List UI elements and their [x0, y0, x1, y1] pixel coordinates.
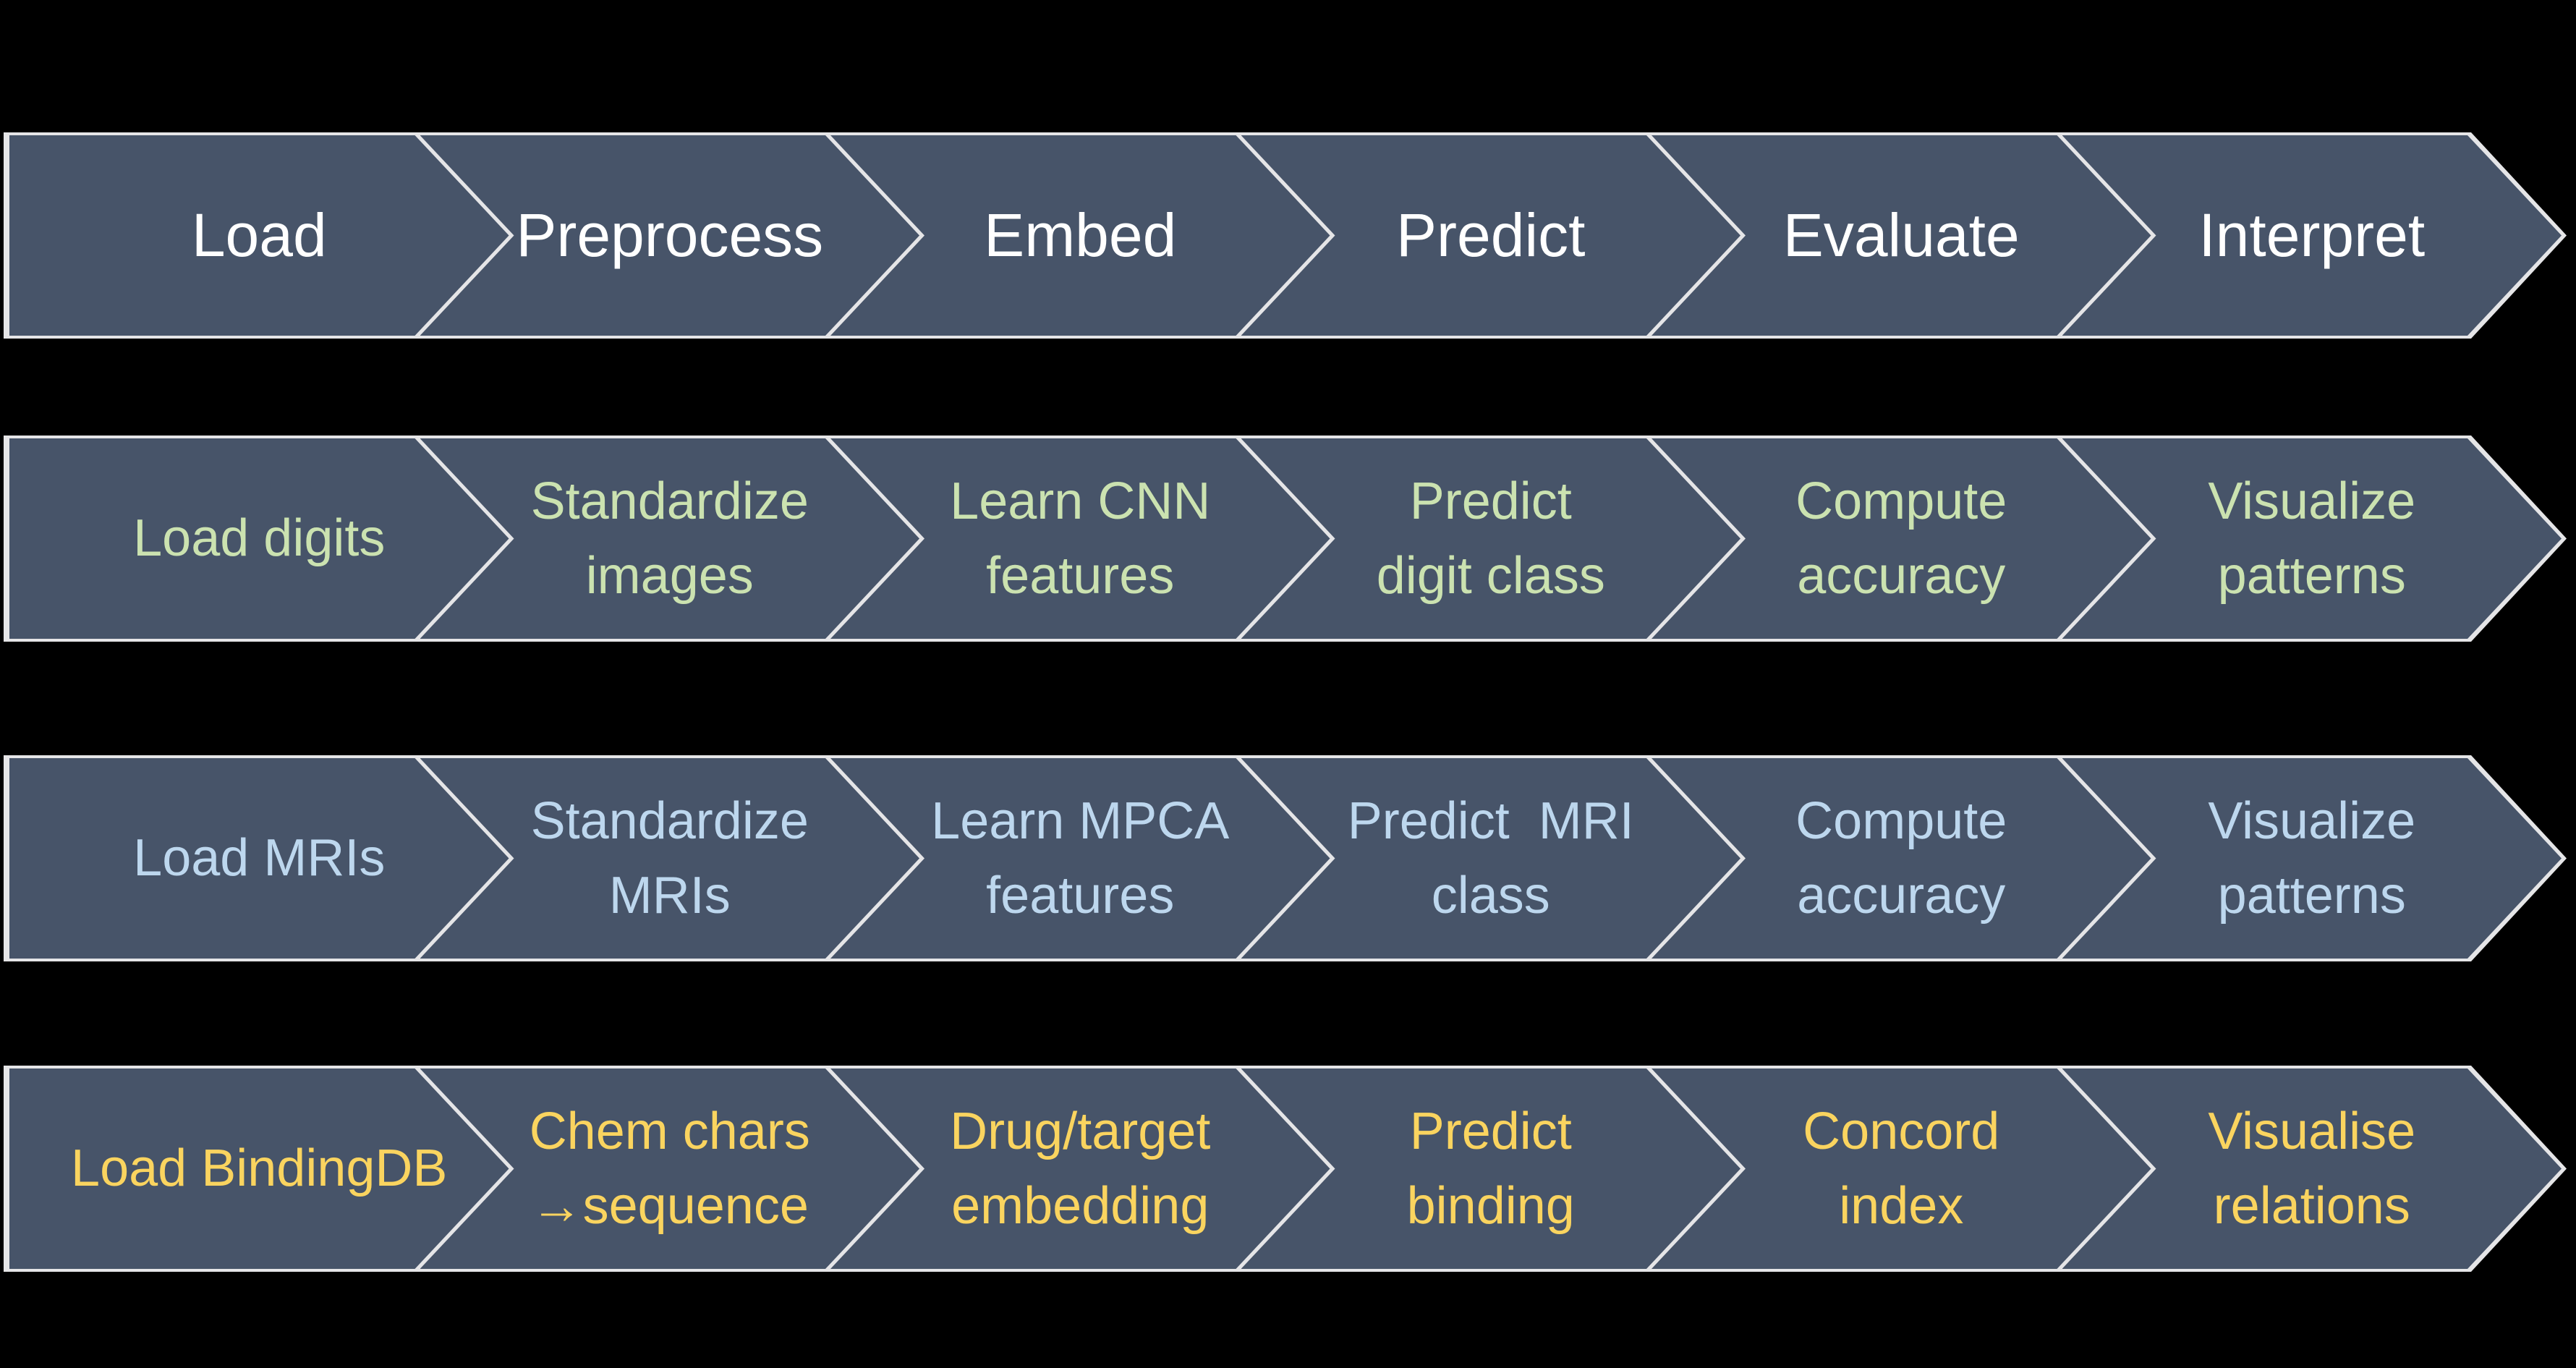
- step-label: Predict: [1241, 192, 1741, 279]
- step-label-line: Load MRIs: [133, 829, 386, 888]
- chevron-step-drug-target-embedding: Drug/target embedding: [830, 1069, 1330, 1269]
- step-label-line: index: [1839, 1176, 1964, 1235]
- step-label-line: Preprocess: [516, 200, 824, 269]
- step-label: Visualize patterns: [2062, 784, 2562, 932]
- step-label: Standardize MRIs: [420, 784, 920, 932]
- step-label-line: digit class: [1376, 546, 1605, 605]
- chevron-step-load-mris: Load MRIs: [9, 758, 509, 959]
- step-label-line: accuracy: [1797, 546, 2006, 605]
- pipeline-row-generic: Load Preprocess Embed Predict Evalua: [4, 132, 2567, 339]
- step-label: Standardize images: [420, 464, 920, 612]
- step-label: Visualize patterns: [2062, 464, 2562, 612]
- step-label-line: Learn CNN: [950, 472, 1211, 531]
- step-label: Drug/target embedding: [830, 1095, 1330, 1242]
- step-label-line: accuracy: [1797, 866, 2006, 925]
- step-label: Load BindingDB: [9, 1131, 509, 1205]
- chevron-step-load: Load: [9, 135, 509, 336]
- step-label-line: Drug/target: [950, 1103, 1211, 1161]
- step-label: Interpret: [2062, 192, 2562, 279]
- step-label-line: →sequence: [530, 1176, 809, 1235]
- step-label: Load MRIs: [9, 821, 509, 895]
- step-label-line: Load: [191, 200, 327, 269]
- step-label-line: Compute: [1795, 472, 2007, 531]
- step-label-line: Chem chars: [529, 1103, 810, 1161]
- step-label-line: MRIs: [608, 866, 731, 925]
- step-label-line: features: [986, 866, 1175, 925]
- step-label: Learn CNN features: [830, 464, 1330, 612]
- step-label-line: Compute: [1795, 792, 2007, 851]
- chevron-step-load-bindingdb: Load BindingDB: [9, 1069, 509, 1269]
- step-label-line: Standardize: [530, 472, 809, 531]
- chevron-step-visualise-relations: Visualise relations: [2062, 1069, 2562, 1269]
- step-label-line: Evaluate: [1782, 200, 2020, 269]
- chevron-step-evaluate: Evaluate: [1652, 135, 2151, 336]
- step-label-line: Visualize: [2208, 472, 2416, 531]
- step-label-line: Load BindingDB: [71, 1139, 448, 1198]
- step-label-line: Load digits: [133, 509, 386, 568]
- step-label: Embed: [830, 192, 1330, 279]
- step-label-line: Standardize: [530, 792, 809, 851]
- step-label: Predict binding: [1241, 1095, 1741, 1242]
- step-label-line: patterns: [2217, 546, 2406, 605]
- step-label-line: patterns: [2217, 866, 2406, 925]
- pipeline-row-mri: Load MRIs Standardize MRIs Learn MPCA fe…: [4, 755, 2567, 961]
- step-label-line: embedding: [951, 1176, 1210, 1235]
- chevron-step-load-digits: Load digits: [9, 438, 509, 639]
- step-label-line: Visualise: [2208, 1103, 2416, 1161]
- step-label-line: Predict MRI: [1347, 792, 1634, 851]
- step-label-line: Predict: [1396, 200, 1586, 269]
- step-label: Load digits: [9, 501, 509, 575]
- step-label: Concord index: [1652, 1095, 2151, 1242]
- step-label-line: relations: [2213, 1176, 2410, 1235]
- step-label: Compute accuracy: [1652, 784, 2151, 932]
- step-label: Visualise relations: [2062, 1095, 2562, 1242]
- step-label: Compute accuracy: [1652, 464, 2151, 612]
- step-label: Evaluate: [1652, 192, 2151, 279]
- step-label-line: Predict: [1409, 1103, 1572, 1161]
- pipeline-row-digits: Load digits Standardize images Learn CNN…: [4, 436, 2567, 642]
- step-label-line: features: [986, 546, 1175, 605]
- step-label: Preprocess: [420, 192, 920, 279]
- chevron-step-compute-accuracy-digits: Compute accuracy: [1652, 438, 2151, 639]
- step-label-line: binding: [1406, 1176, 1575, 1235]
- step-label-line: Predict: [1409, 472, 1572, 531]
- step-label: Predict MRI class: [1241, 784, 1741, 932]
- step-label-line: Interpret: [2198, 200, 2426, 269]
- step-label-line: Concord: [1803, 1103, 2000, 1161]
- step-label: Chem chars →sequence: [420, 1095, 920, 1242]
- pipeline-row-bindingdb: Load BindingDB Chem chars →sequence Drug…: [4, 1066, 2567, 1272]
- step-label-line: Embed: [984, 200, 1177, 269]
- step-label-line: class: [1431, 866, 1550, 925]
- step-label: Predict digit class: [1241, 464, 1741, 612]
- step-label: Load: [9, 192, 509, 279]
- step-label: Learn MPCA features: [830, 784, 1330, 932]
- step-label-line: Learn MPCA: [931, 792, 1230, 851]
- chevron-step-standardize-mris: Standardize MRIs: [420, 758, 920, 959]
- step-label-line: Visualize: [2208, 792, 2416, 851]
- step-label-line: images: [585, 546, 754, 605]
